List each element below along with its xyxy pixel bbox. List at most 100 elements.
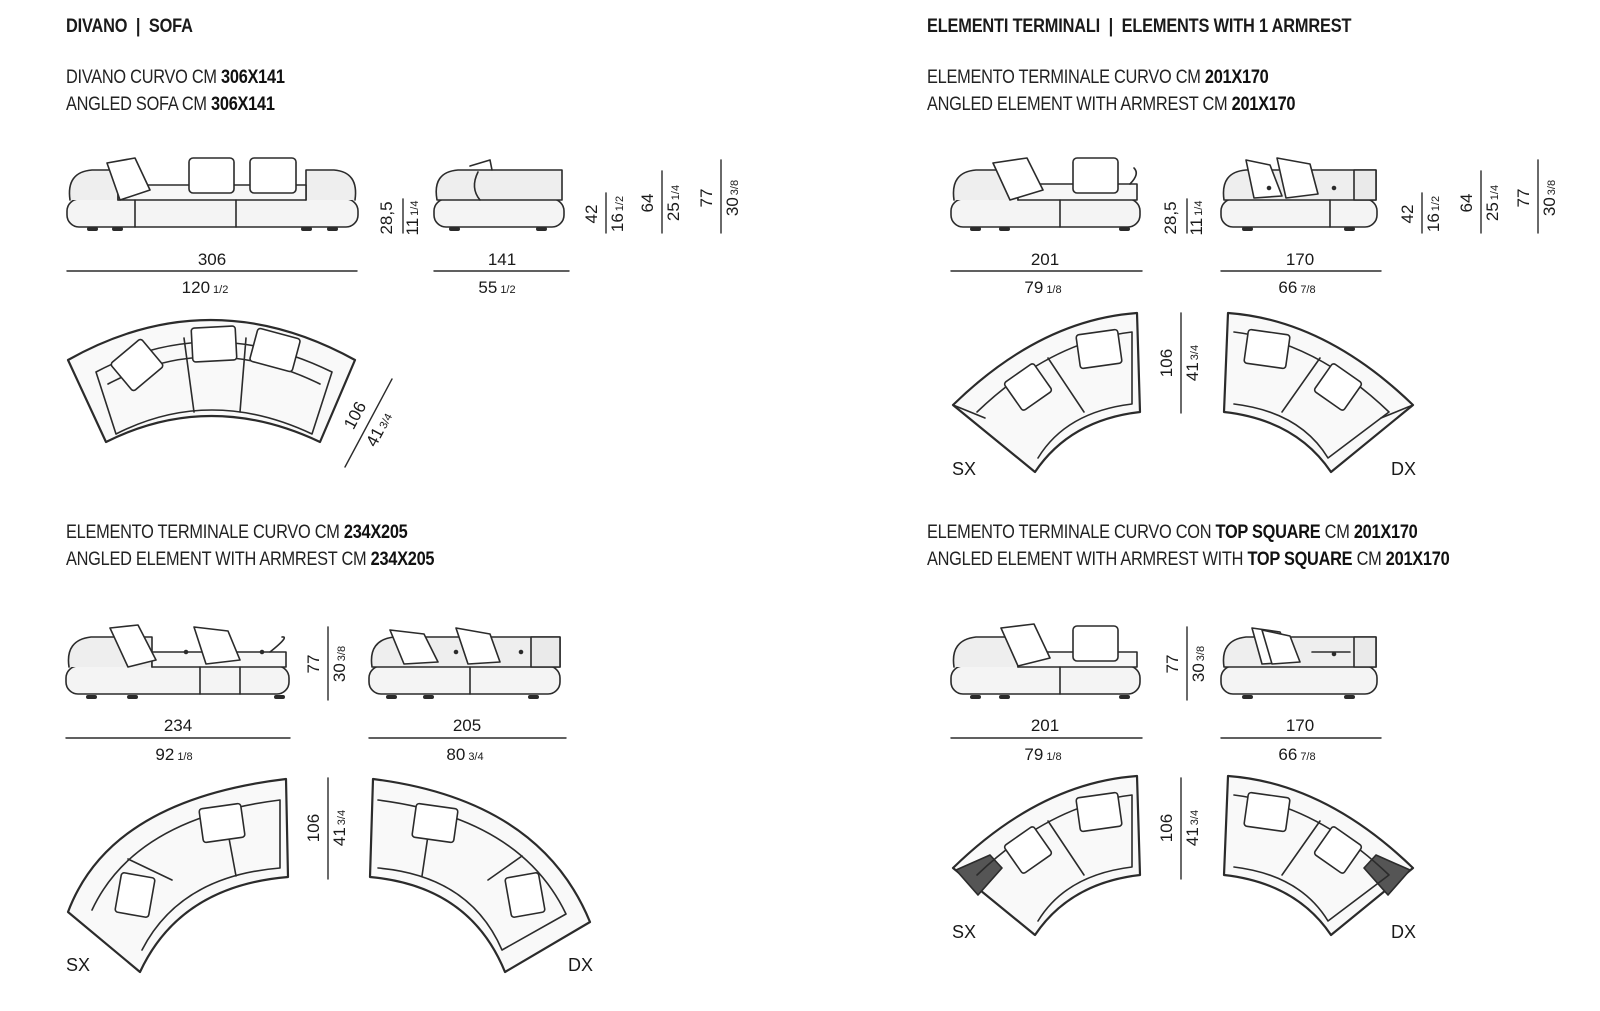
topsquare-height-77-cm: 77 xyxy=(1163,655,1182,674)
armrest-201-height-42-in: 161/2 xyxy=(1424,196,1443,232)
armrest-234-dimension-lines xyxy=(65,626,567,880)
topsquare-label-dx: DX xyxy=(1391,922,1416,942)
armrest-234-plan-dx xyxy=(368,777,592,974)
armrest-201-width-cm: 201 xyxy=(1031,250,1059,269)
sofa-plan-view xyxy=(66,318,393,468)
topsquare-side-elevation xyxy=(1220,627,1378,699)
title-text: ELEMENTO TERMINALE CURVO CM xyxy=(66,522,344,543)
sofa-height-64-cm: 64 xyxy=(638,194,657,213)
sofa-height-42-cm: 42 xyxy=(582,205,601,224)
title-line-it: ELEMENTO TERMINALE CURVO CM 201X170 xyxy=(927,64,1295,91)
armrest-201-height-42-cm: 42 xyxy=(1398,205,1417,224)
title-armrest-234: ELEMENTO TERMINALE CURVO CM 234X205 ANGL… xyxy=(66,519,435,573)
armrest-234-label-dx: DX xyxy=(568,955,593,975)
title-dimension: 201X170 xyxy=(1204,67,1269,88)
topsquare-plan-dx xyxy=(1222,774,1415,937)
armrest-201-height-64-cm: 64 xyxy=(1457,194,1476,213)
armrest-234-plan-cm: 106 xyxy=(304,814,323,842)
armrest-201-plan-sx xyxy=(951,311,1142,474)
armrest-234-label-sx: SX xyxy=(66,955,90,975)
armrest-234-plan-sx xyxy=(66,777,290,974)
armrest-201-depth-cm: 170 xyxy=(1286,250,1314,269)
topsquare-plan-sx xyxy=(951,774,1142,937)
section-header-sofa: DIVANO | SOFA xyxy=(66,16,193,38)
sofa-height-64-in: 251/4 xyxy=(664,185,683,221)
topsquare-width-cm: 201 xyxy=(1031,716,1059,735)
section-header-armrest: ELEMENTI TERMINALI | ELEMENTS WITH 1 ARMRE… xyxy=(927,16,1351,38)
title-text: DIVANO CURVO CM xyxy=(66,67,222,88)
armrest-201-seat-height-cm: 28,5 xyxy=(1161,201,1180,234)
title-dimension: 234X205 xyxy=(370,549,435,570)
armrest-201-plan-cm: 106 xyxy=(1157,349,1176,377)
title-dimension: 201X170 xyxy=(1231,94,1296,115)
topsquare-depth-cm: 170 xyxy=(1286,716,1314,735)
armrest-201-plan-dx xyxy=(1222,311,1415,474)
title-line-en: ANGLED ELEMENT WITH ARMREST CM 201X170 xyxy=(927,91,1296,118)
title-text: CM xyxy=(1352,549,1386,570)
header-sofa: SOFA xyxy=(148,16,193,37)
title-bold: TOP SQUARE xyxy=(1215,522,1321,543)
title-line-it: ELEMENTO TERMINALE CURVO CON TOP SQUARE … xyxy=(927,519,1449,546)
title-text: CM xyxy=(1320,522,1354,543)
header-elementi-terminali: ELEMENTI TERMINALI xyxy=(927,16,1101,37)
title-line-en: ANGLED SOFA CM 306X141 xyxy=(66,91,285,118)
armrest-234-height-77-cm: 77 xyxy=(304,655,323,674)
sofa-seat-height-cm: 28,5 xyxy=(377,201,396,234)
title-dimension: 201X170 xyxy=(1385,549,1450,570)
topsquare-dimension-lines xyxy=(950,626,1382,880)
sofa-height-77-cm: 77 xyxy=(697,189,716,208)
title-text: ANGLED ELEMENT WITH ARMREST WITH xyxy=(927,549,1248,570)
title-text: ELEMENTO TERMINALE CURVO CM xyxy=(927,67,1205,88)
header-divano: DIVANO xyxy=(66,16,128,37)
sofa-front-elevation xyxy=(66,157,359,231)
armrest-201-dimension-lines xyxy=(950,159,1539,414)
sofa-depth-cm: 141 xyxy=(488,250,516,269)
sofa-diagonal-in: 413/4 xyxy=(362,409,396,450)
title-dimension: 306X141 xyxy=(221,67,285,88)
title-text: ANGLED ELEMENT WITH ARMREST CM xyxy=(66,549,371,570)
sofa-dimension-lines xyxy=(66,159,722,272)
armrest-201-front-elevation xyxy=(950,157,1141,231)
title-text: ELEMENTO TERMINALE CURVO CON xyxy=(927,522,1216,543)
armrest-234-side-elevation xyxy=(368,627,561,699)
armrest-201-height-77-cm: 77 xyxy=(1514,189,1533,208)
title-armrest-201: ELEMENTO TERMINALE CURVO CM 201X170 ANGL… xyxy=(927,64,1296,118)
sofa-height-42-in: 161/2 xyxy=(608,196,627,232)
header-separator: | xyxy=(135,16,141,37)
topsquare-label-sx: SX xyxy=(952,922,976,942)
topsquare-plan-cm: 106 xyxy=(1157,814,1176,842)
title-text: ANGLED SOFA CM xyxy=(66,94,212,115)
sofa-width-cm: 306 xyxy=(198,250,226,269)
title-bold: TOP SQUARE xyxy=(1247,549,1353,570)
header-separator: | xyxy=(1108,16,1114,37)
sofa-side-elevation xyxy=(433,159,565,231)
armrest-201-side-elevation xyxy=(1220,157,1378,231)
title-sofa: DIVANO CURVO CM 306X141 ANGLED SOFA CM 3… xyxy=(66,64,285,118)
title-line-en: ANGLED ELEMENT WITH ARMREST WITH TOP SQU… xyxy=(927,546,1450,573)
title-dimension: 201X170 xyxy=(1353,522,1418,543)
armrest-201-height-64-in: 251/4 xyxy=(1483,185,1502,221)
title-line-it: ELEMENTO TERMINALE CURVO CM 234X205 xyxy=(66,519,434,546)
armrest-201-seat-height-in: 111/4 xyxy=(1187,201,1206,236)
sofa-height-77-in: 303/8 xyxy=(723,180,742,216)
title-line-it: DIVANO CURVO CM 306X141 xyxy=(66,64,285,91)
title-dimension: 306X141 xyxy=(211,94,275,115)
title-topsquare: ELEMENTO TERMINALE CURVO CON TOP SQUARE … xyxy=(927,519,1450,573)
armrest-201-height-77-in: 303/8 xyxy=(1540,180,1559,216)
armrest-234-width-cm: 234 xyxy=(164,716,192,735)
armrest-234-depth-cm: 205 xyxy=(453,716,481,735)
topsquare-front-elevation xyxy=(950,623,1141,699)
title-line-en: ANGLED ELEMENT WITH ARMREST CM 234X205 xyxy=(66,546,435,573)
armrest-234-front-elevation xyxy=(65,624,290,699)
armrest-201-label-sx: SX xyxy=(952,459,976,479)
title-text: ANGLED ELEMENT WITH ARMREST CM xyxy=(927,94,1232,115)
header-elements-with-armrest: ELEMENTS WITH 1 ARMREST xyxy=(1121,16,1352,37)
